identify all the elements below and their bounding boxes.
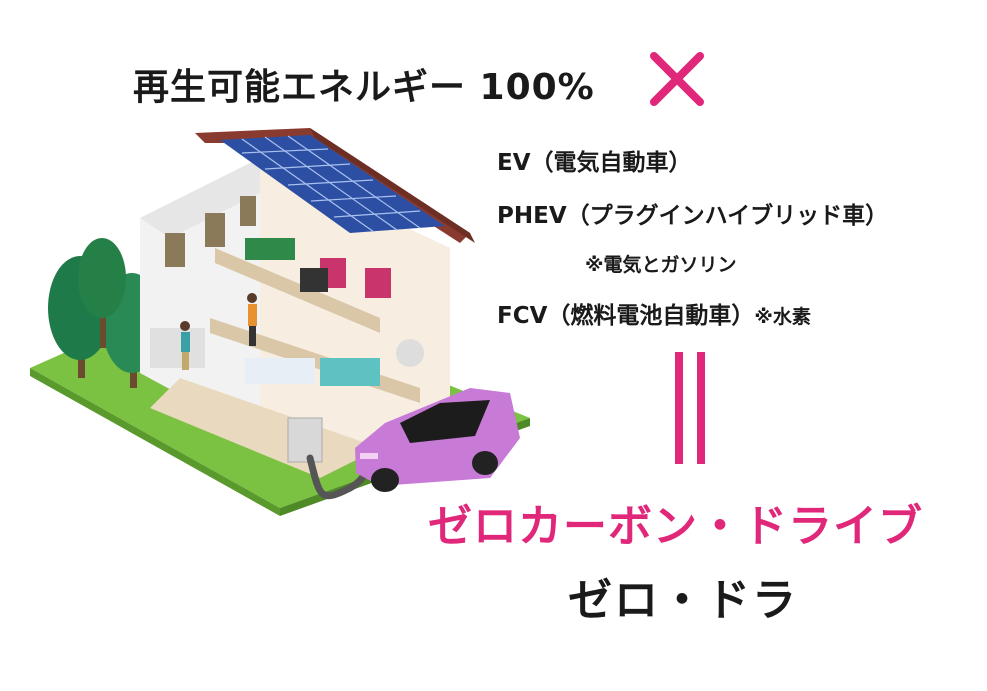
- cross-icon: [650, 52, 704, 106]
- phev-note-text: ※電気とガソリン: [585, 254, 737, 276]
- equals-icon: [675, 352, 705, 464]
- person-icon: [180, 293, 257, 370]
- car-icon: [355, 388, 520, 492]
- vehicle-ev-label: EV（電気自動車）: [497, 150, 692, 176]
- headline: 再生可能エネルギー 100%: [133, 67, 595, 108]
- solar-panel-icon: [220, 135, 445, 233]
- house-illustration: [30, 128, 530, 516]
- fcv-note-text: ※水素: [754, 306, 811, 328]
- vehicle-fcv: FCV（燃料電池自動車）※水素: [497, 296, 811, 330]
- result-title: ゼロカーボン・ドライブ: [428, 501, 923, 552]
- vehicle-fcv-label: FCV（燃料電池自動車）: [497, 303, 755, 329]
- charger-icon: [287, 417, 323, 463]
- vehicle-phev-label: PHEV（プラグインハイブリッド車）: [497, 203, 889, 229]
- result-abbreviation: ゼロ・ドラ: [568, 575, 798, 626]
